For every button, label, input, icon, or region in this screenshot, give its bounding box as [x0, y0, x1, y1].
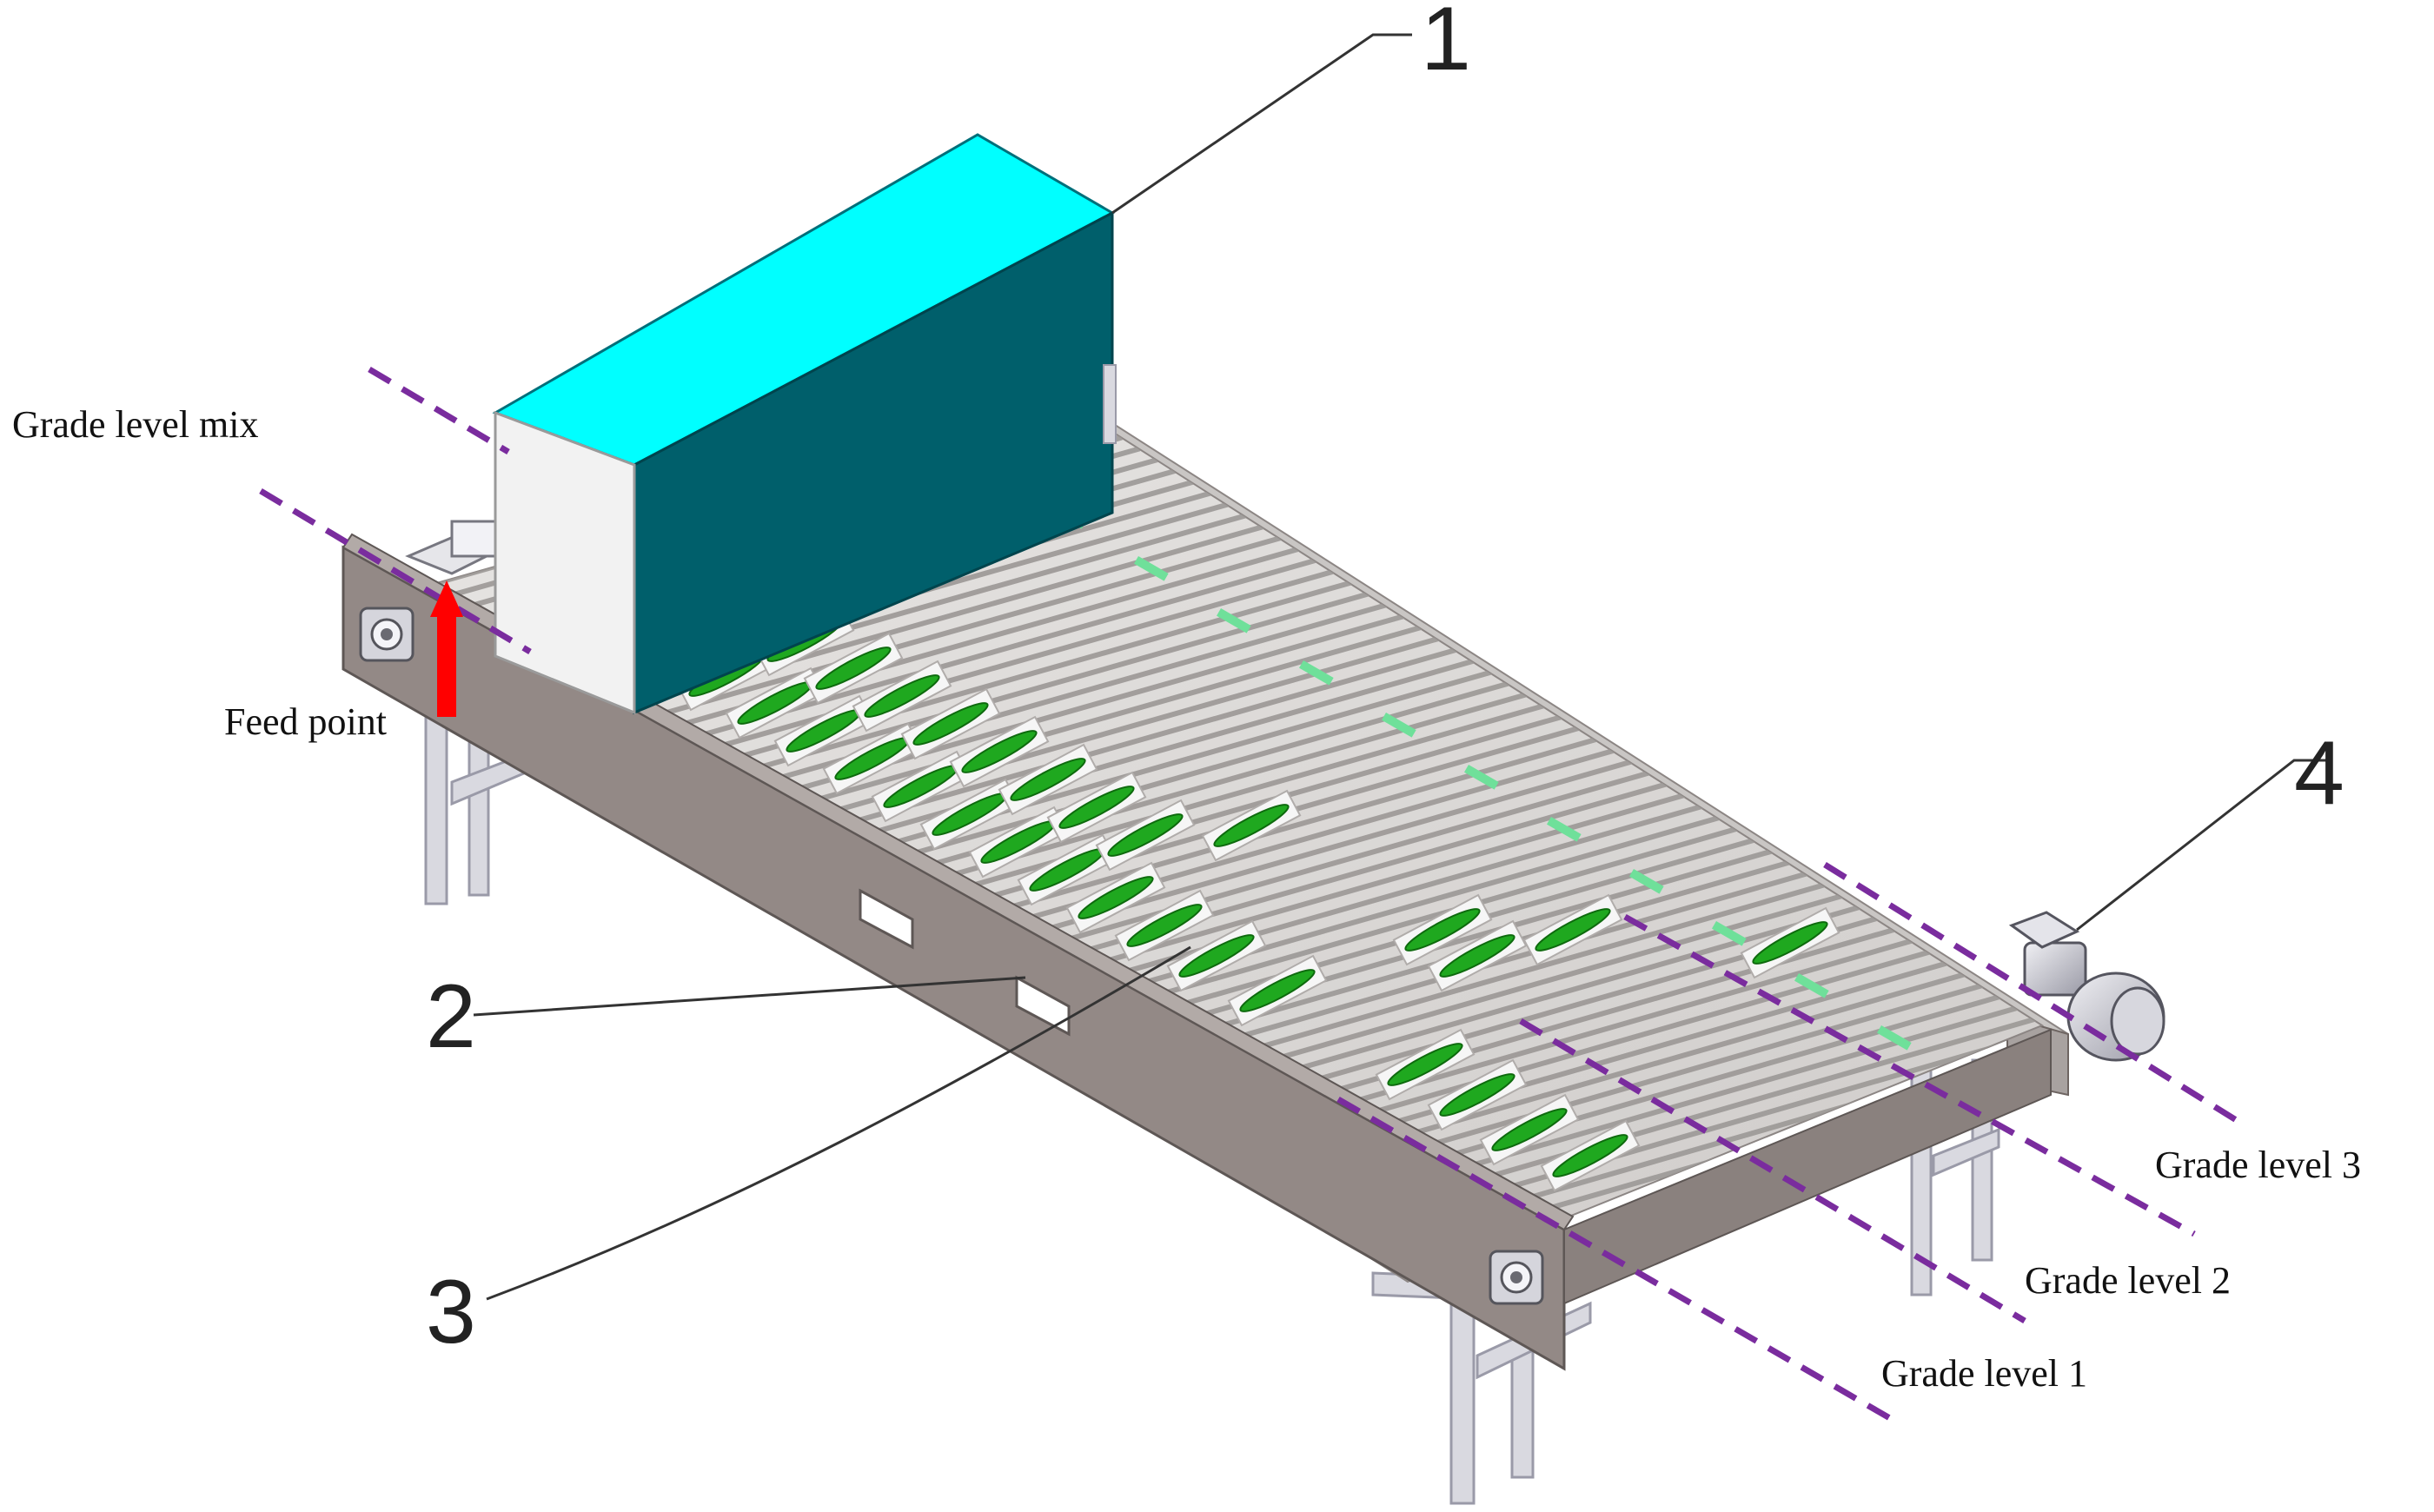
callout-leaders [473, 33, 2329, 1301]
cucumber-group [627, 576, 1840, 1192]
label-grade-level-3: Grade level 3 [2155, 1144, 2361, 1186]
tray-highlight [1299, 660, 1334, 686]
cucumber [1010, 758, 1086, 801]
cucumber [1178, 934, 1255, 978]
cucumber [961, 730, 1038, 773]
bearing-icon [359, 607, 415, 662]
cucumber [912, 702, 989, 746]
cucumber [864, 674, 940, 718]
cucumber [1439, 1073, 1515, 1117]
cucumber [1078, 876, 1154, 919]
roller [576, 546, 1300, 757]
label-grade-level-1: Grade level 1 [1881, 1352, 2087, 1395]
vision-camera-box [492, 133, 1117, 715]
cucumber [1439, 934, 1515, 978]
feed-chute [405, 520, 507, 575]
feed-arrow-icon [430, 580, 463, 717]
label-grade-level-2: Grade level 2 [2025, 1259, 2231, 1302]
cucumber [1058, 786, 1135, 829]
cucumber [1126, 904, 1203, 947]
tray-highlight [1134, 556, 1169, 581]
tray-highlight [1546, 817, 1582, 842]
front-frame-beam [342, 533, 2052, 1371]
label-grade-level-mix: Grade level mix [12, 403, 258, 446]
callout-3: 3 [426, 1262, 476, 1363]
callout-1: 1 [1421, 0, 1471, 90]
tray-highlight [1464, 765, 1499, 790]
cucumber [1404, 908, 1481, 952]
roller [594, 557, 1317, 768]
tray-highlight [1712, 921, 1747, 946]
label-feed-point: Feed point [224, 700, 387, 743]
tray-highlight [1877, 1025, 1912, 1051]
roller [612, 568, 1335, 779]
cucumber [1491, 1108, 1568, 1151]
cucumber [1752, 921, 1828, 965]
drive-motor [2008, 911, 2165, 1062]
callout-4: 4 [2294, 723, 2344, 824]
cucumber [1552, 1134, 1628, 1177]
tray-highlight [1629, 869, 1664, 894]
callout-2: 2 [426, 966, 476, 1067]
cucumber [1239, 969, 1316, 1012]
tray-highlight [1381, 713, 1416, 738]
tray-highlight [1216, 608, 1251, 633]
bearing-icon [1489, 1250, 1544, 1305]
cucumber [815, 647, 892, 690]
grade-boundary-lines [259, 366, 2239, 1424]
cucumber [1387, 1043, 1463, 1086]
cucumber [1213, 804, 1290, 847]
cucumber [1535, 908, 1611, 952]
tray-highlight [1794, 973, 1829, 998]
cucumber [1107, 813, 1184, 857]
